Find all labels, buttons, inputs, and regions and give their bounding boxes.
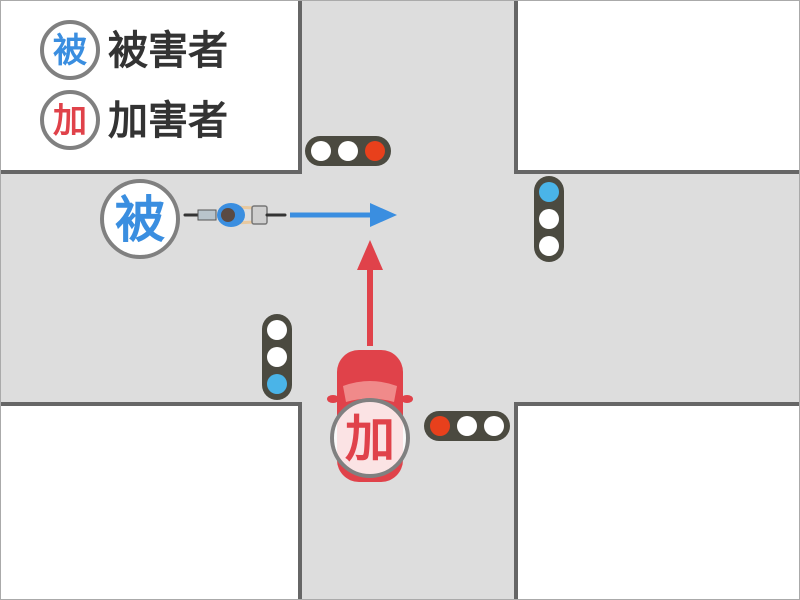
- handlebar: [251, 205, 268, 225]
- traffic-signal-left: [262, 314, 292, 400]
- block-top-right: [516, 0, 800, 172]
- legend-item-perpetrator: 加 加害者: [40, 90, 228, 150]
- block-bottom-left: [0, 404, 300, 600]
- victim-legend-circle: [40, 20, 100, 80]
- signal-lamp: [311, 141, 331, 161]
- perpetrator-marker-symbol: 加: [345, 410, 395, 468]
- victim-legend-label: 被害者: [108, 28, 228, 74]
- signal-lamp: [430, 416, 450, 436]
- perpetrator-direction-arrow: [357, 240, 383, 346]
- signal-lamp: [539, 182, 559, 202]
- legend-item-victim: 被 被害者: [40, 20, 228, 80]
- curb-bottom-right: [514, 402, 800, 600]
- block-top-left: [0, 0, 300, 172]
- legend: 被 被害者 加 加害者: [40, 20, 228, 150]
- perpetrator-marker-circle: [330, 398, 410, 478]
- perpetrator-legend-label: 加害者: [108, 98, 228, 144]
- perpetrator-legend-symbol: 加: [53, 101, 87, 141]
- arrow-head: [370, 203, 397, 227]
- curb-top-right: [514, 0, 800, 174]
- signal-lamp: [539, 209, 559, 229]
- victim-marker-circle: [100, 179, 180, 259]
- side-mirror: [327, 395, 339, 403]
- signal-lamp: [484, 416, 504, 436]
- signal-lamp: [457, 416, 477, 436]
- curb-bottom-left: [0, 402, 302, 600]
- traffic-signal-right: [534, 176, 564, 262]
- perpetrator-legend-circle: [40, 90, 100, 150]
- windshield: [343, 381, 397, 402]
- block-bottom-right: [516, 404, 800, 600]
- victim-legend-symbol: 被: [53, 31, 87, 71]
- traffic-signal-top: [305, 136, 391, 166]
- signal-lamp: [267, 347, 287, 367]
- signal-lamp: [338, 141, 358, 161]
- curb-top-left: [0, 0, 302, 174]
- arrow-head: [357, 240, 383, 270]
- victim-direction-arrow: [290, 203, 397, 227]
- traffic-signal-bottom: [424, 411, 510, 441]
- signal-lamp: [365, 141, 385, 161]
- perpetrator-marker: 加: [330, 398, 410, 478]
- signal-lamp: [267, 374, 287, 394]
- victim-marker-symbol: 被: [115, 191, 165, 249]
- rear-rack: [197, 209, 217, 221]
- bicycle-icon: [183, 203, 287, 227]
- victim-marker: 被: [100, 179, 180, 259]
- signal-lamp: [267, 320, 287, 340]
- rider-head: [221, 208, 235, 222]
- signal-lamp: [539, 236, 559, 256]
- side-mirror: [401, 395, 413, 403]
